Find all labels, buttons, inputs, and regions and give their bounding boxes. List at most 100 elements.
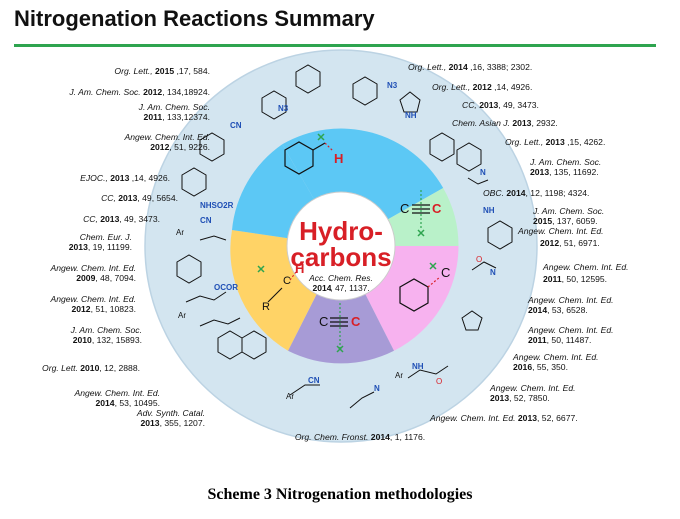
label-ar-3: Ar bbox=[286, 392, 294, 401]
reference-journal: CC, bbox=[462, 100, 480, 110]
reference-journal: Angew. Chem. Int. Ed. bbox=[74, 388, 160, 398]
reference-volume-pages: , 137, 6059. bbox=[552, 216, 598, 226]
reference-year: 2011 bbox=[143, 112, 163, 122]
label-nh-2: NH bbox=[483, 206, 495, 215]
reference-year: 2014 bbox=[528, 305, 548, 315]
reference-journal: Chem. Asian J. bbox=[452, 118, 513, 128]
reference-entry: 2015, 137, 6059. bbox=[533, 216, 598, 226]
reference-entry: J. Am. Chem. Soc. bbox=[139, 102, 210, 112]
sulfonamide-ring bbox=[181, 167, 207, 197]
reference-entry: EJOC., 2013 ,14, 4926. bbox=[80, 173, 170, 183]
reference-year: 2011 bbox=[528, 335, 547, 345]
figure-caption: Scheme 3 Nitrogenation methodologies bbox=[207, 486, 473, 503]
label-n3-1: N3 bbox=[278, 104, 289, 113]
reference-journal: Angew. Chem. Int. Ed. bbox=[528, 295, 614, 305]
reference-journal: J. Am. Chem. Soc. bbox=[138, 102, 210, 112]
reference-journal: J. Am. Chem. Soc. bbox=[69, 87, 144, 97]
outer-molecules bbox=[176, 64, 513, 409]
reference-journal: Angew. Chem. Int. Ed. bbox=[543, 262, 629, 272]
nitrile-bond bbox=[349, 391, 375, 409]
reference-journal: Adv. Synth. Catal. bbox=[136, 408, 205, 418]
label-ar-2: Ar bbox=[178, 311, 186, 320]
reference-year: 2012 bbox=[472, 82, 492, 92]
reference-entry: Angew. Chem. Int. Ed. bbox=[490, 383, 576, 393]
reference-volume-pages: , 132, 15893. bbox=[91, 335, 142, 345]
reference-journal: Org. Lett., bbox=[408, 62, 449, 72]
label-o-2: O bbox=[476, 255, 482, 264]
reference-entry: Org. Lett., 2015 ,17, 584. bbox=[114, 66, 210, 76]
reference-journal: J. Am. Chem. Soc. bbox=[533, 206, 605, 216]
label-c-yellow: C bbox=[283, 275, 291, 287]
urea-aryl-ring bbox=[352, 76, 378, 106]
reference-journal: Org. Lett. bbox=[42, 363, 81, 373]
reference-entry: Chem. Eur. J. bbox=[80, 232, 132, 242]
reference-entry: Angew. Chem. Int. Ed. bbox=[74, 388, 160, 398]
aryl-nitrile-ring bbox=[176, 254, 202, 284]
reference-entry: Adv. Synth. Catal. bbox=[137, 408, 205, 418]
reference-entry: 2014, 53, 10495. bbox=[95, 398, 160, 408]
reference-entry: Angew. Chem. Int. Ed. bbox=[528, 325, 614, 335]
reference-journal: Angew. Chem. Int. Ed. bbox=[124, 132, 210, 142]
reference-journal: Angew. Chem. Int. Ed. bbox=[50, 263, 136, 273]
scissors-icon bbox=[429, 262, 437, 270]
reference-entry: J. Am. Chem. Soc. 2012, 134,18924. bbox=[69, 87, 210, 97]
label-r-yellow: R bbox=[262, 301, 270, 313]
reference-volume-pages: ,17, 584. bbox=[174, 66, 210, 76]
label-c-purple-2: C bbox=[351, 314, 361, 329]
reference-year: 2016 bbox=[513, 362, 533, 372]
reference-journal: Org. Lett., bbox=[114, 66, 156, 76]
reference-volume-pages: , 52, 6677. bbox=[537, 413, 578, 423]
reference-entry: Org. Lett., 2012 ,14, 4926. bbox=[432, 82, 532, 92]
wedge-sp3-ch bbox=[282, 128, 444, 246]
reference-entry: 2009, 48, 7094. bbox=[76, 273, 136, 283]
reference-volume-pages: , 2932. bbox=[531, 118, 558, 128]
label-n-2: N bbox=[490, 268, 496, 277]
reference-entry: 2011, 50, 11487. bbox=[528, 335, 591, 345]
reference-journal: Angew. Chem. Int. Ed. bbox=[490, 383, 576, 393]
reference-year: 2015 bbox=[533, 216, 553, 226]
scissors-icon bbox=[257, 265, 265, 273]
alkyne-triple-bond-2 bbox=[330, 317, 348, 327]
reference-entry: Chem. Asian J. 2013, 2932. bbox=[452, 118, 558, 128]
reference-year: 2009 bbox=[76, 273, 96, 283]
reference-entry: Org. Chem. Fronst. 2014, 1, 1176. bbox=[270, 432, 450, 442]
reference-year: 2013 bbox=[118, 193, 138, 203]
reference-entry: CC, 2013, 49, 3473. bbox=[462, 100, 539, 110]
reference-entry: OBC. 2014, 12, 1198; 4324. bbox=[483, 188, 589, 198]
wedge-cc-triple-2 bbox=[288, 246, 394, 364]
label-ar-1: Ar bbox=[176, 228, 184, 237]
reference-entry: Angew. Chem. Int. Ed. bbox=[528, 295, 614, 305]
reference-volume-pages: , 135, 11692. bbox=[549, 167, 599, 177]
label-ar-4: Ar bbox=[395, 371, 403, 380]
reference-year: 2012 bbox=[143, 87, 163, 97]
nitrile-right bbox=[467, 177, 489, 185]
scissors-icon bbox=[417, 229, 425, 237]
aryl-c-structure bbox=[399, 276, 441, 312]
title-underline bbox=[14, 44, 656, 47]
reference-volume-pages: , 355, 1207. bbox=[159, 418, 205, 428]
center-ref-rest: , 47, 1137. bbox=[330, 283, 370, 293]
reference-entry: J. Am. Chem. Soc. bbox=[533, 206, 604, 216]
reference-entry: 2013, 52, 7850. bbox=[490, 393, 550, 403]
reference-volume-pages: ,14, 4926. bbox=[491, 82, 533, 92]
reference-year: 2010 bbox=[80, 363, 100, 373]
alkyne-nitrile-bond bbox=[289, 384, 320, 396]
carbazole-ring-2 bbox=[456, 142, 482, 172]
reference-journal: J. Am. Chem. Soc. bbox=[530, 157, 602, 167]
reference-entry: Angew. Chem. Int. Ed. bbox=[50, 294, 136, 304]
page-title: Nitrogenation Reactions Summary bbox=[14, 6, 375, 31]
reference-year: 2013 bbox=[490, 393, 510, 403]
label-c-purple-1: C bbox=[319, 314, 328, 329]
quinoxaline-ring-2 bbox=[241, 330, 267, 360]
reference-year: 2014 bbox=[448, 62, 468, 72]
indole-benzene-ring bbox=[199, 132, 225, 162]
reference-volume-pages: , 133,12374. bbox=[162, 112, 210, 122]
carbazole-ring-1 bbox=[429, 132, 455, 162]
label-c-green-1: C bbox=[400, 201, 409, 216]
reference-entry: J. Am. Chem. Soc. bbox=[530, 157, 601, 167]
reference-year: 2013 bbox=[479, 100, 499, 110]
reference-year: 2015 bbox=[155, 66, 175, 76]
label-nhso2r: NHSO2R bbox=[200, 201, 234, 210]
reference-entry: Org. Lett., 2014 ,16, 3388; 2302. bbox=[408, 62, 532, 72]
